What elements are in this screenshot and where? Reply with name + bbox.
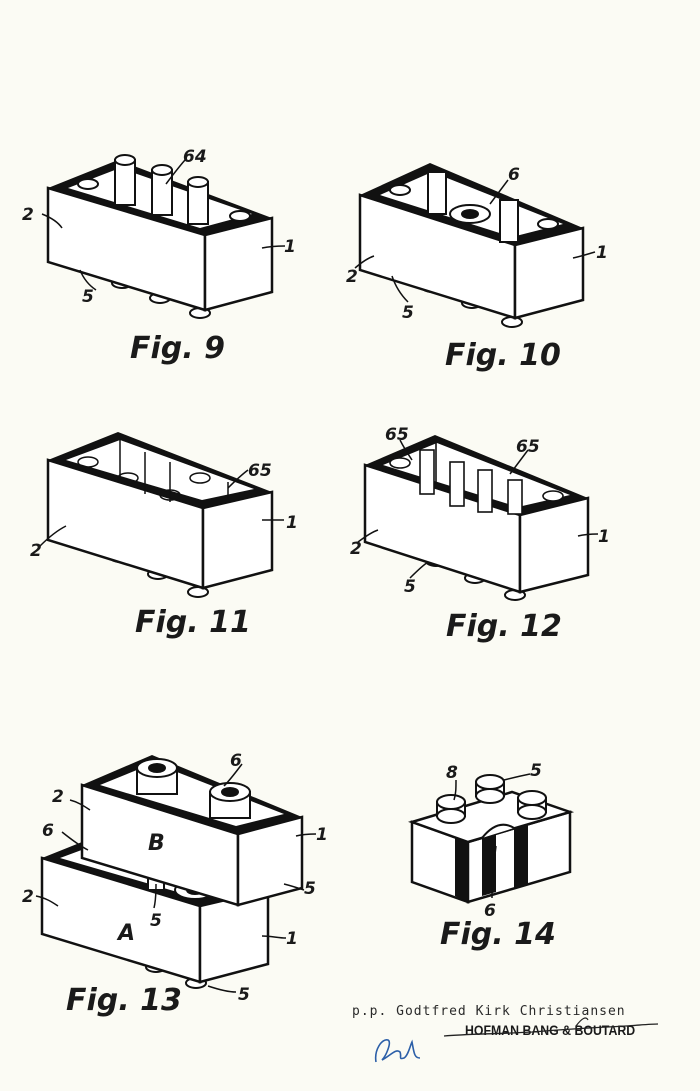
figure-label: Fig. 14 [440,917,556,952]
ref-65: 65 [516,437,540,457]
ref-6: 6 [230,751,242,771]
ref-2: 2 [52,787,64,807]
figure-label: Fig. 12 [446,609,562,644]
ref-5: 5 [304,879,316,899]
ref-1: 1 [286,929,298,949]
figure-label: Fig. 13 [66,983,182,1018]
ref-a: A [116,921,135,946]
pp-signature-line: p.p. Godtfred Kirk Christiansen [352,1004,626,1019]
figure-label: Fig. 10 [445,338,561,373]
ref-5: 5 [404,577,416,597]
ref-2: 2 [30,541,42,561]
ref-1: 1 [316,825,328,845]
ref-1: 1 [286,513,298,533]
figure-9: 2 1 5 64 Fig. 9 [22,147,296,366]
ref-8: 8 [446,763,458,783]
ref-5: 5 [238,985,250,1005]
ref-b: B [148,831,165,856]
figure-14: 8 5 6 Fig. 14 [407,761,575,952]
figure-10: 2 1 5 6 Fig. 10 [346,163,608,373]
ref-64: 64 [183,147,207,167]
ref-5: 5 [402,303,414,323]
ref-1: 1 [596,243,608,263]
ref-2: 2 [22,887,34,907]
figure-12: 2 1 5 65 65 Fig. 12 [350,425,610,644]
ref-2: 2 [22,205,34,225]
handwritten-signature [443,1017,659,1037]
ref-2: 2 [350,539,362,559]
brick-b [80,755,304,907]
ref-5: 5 [150,911,162,931]
figure-label: Fig. 11 [135,605,251,640]
ref-6: 6 [42,821,54,841]
ref-1: 1 [284,237,296,257]
figure-13: 2 6 B 1 6 2 5 A 5 1 5 Fig. 13 [22,751,328,1018]
figure-label: Fig. 9 [130,331,225,366]
ref-5: 5 [530,761,542,781]
ref-2: 2 [346,267,358,287]
ref-65: 65 [385,425,409,445]
ref-6: 6 [484,901,496,921]
ref-6: 6 [508,165,520,185]
ref-65: 65 [248,461,272,481]
blue-initials-signature [374,1039,421,1063]
ref-5: 5 [82,287,94,307]
figure-11: 2 1 65 Fig. 11 [30,432,298,640]
ref-1: 1 [598,527,610,547]
